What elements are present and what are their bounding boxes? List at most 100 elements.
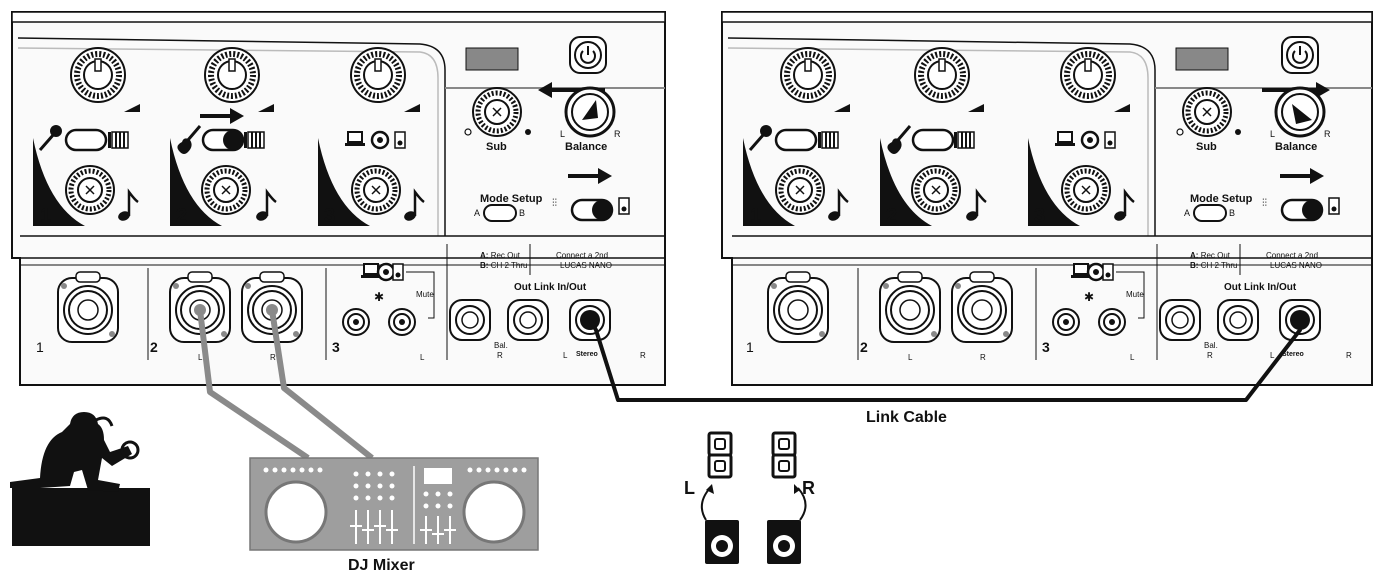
cd-icon	[1080, 130, 1100, 150]
input-number: 2	[150, 339, 158, 355]
mode-switch[interactable]	[1193, 204, 1227, 222]
phone-icon	[1328, 197, 1340, 215]
out-jack[interactable]	[1159, 299, 1201, 341]
channel-number: 3	[324, 205, 335, 227]
output-jack-icon: ⫶⫶	[552, 198, 557, 209]
mute-label: Mute	[416, 290, 434, 299]
level-wedge-icon	[124, 104, 140, 112]
xlr-input-jack[interactable]	[57, 271, 119, 343]
sub-label: Sub	[486, 141, 507, 153]
cable-plug	[266, 304, 278, 316]
speaker-stack-right	[767, 431, 807, 564]
arrow-right-icon	[598, 168, 612, 184]
rca-jack[interactable]	[342, 308, 370, 336]
unit-2-display	[1175, 47, 1229, 71]
jack-l-label: L	[563, 351, 568, 360]
phone-icon	[1102, 263, 1114, 281]
jack-r-label: R	[1207, 351, 1213, 360]
xlr-input-jack[interactable]	[767, 271, 829, 343]
level-wedge-icon	[834, 104, 850, 112]
gain-knob[interactable]	[1061, 48, 1115, 102]
unit-1: 1 2 3	[11, 11, 666, 386]
input-toggle[interactable]	[201, 128, 245, 152]
out-jack[interactable]	[1217, 299, 1259, 341]
out-link-label: Out Link In/Out	[1224, 282, 1297, 293]
keyboard-icon	[243, 131, 265, 149]
gain-knob[interactable]	[915, 48, 969, 102]
mixer-faders[interactable]	[350, 510, 456, 544]
connect-text: Connect a 2nd	[1266, 251, 1318, 260]
level-wedge-icon	[968, 104, 984, 112]
mode-setup-label: Mode Setup	[1190, 193, 1253, 205]
input-number: 3	[332, 339, 340, 355]
out-jack[interactable]	[449, 299, 491, 341]
volume-knob[interactable]	[352, 166, 400, 214]
power-icon[interactable]	[569, 36, 607, 74]
speaker-icon	[771, 431, 797, 457]
dj-mixer-label: DJ Mixer	[348, 557, 415, 574]
rca-jack[interactable]	[1052, 308, 1080, 336]
mode-switch[interactable]	[483, 204, 517, 222]
balance-l-label: L	[1270, 129, 1275, 139]
jack-r-label: R	[980, 353, 986, 362]
unit-1-channel-1: 1	[33, 48, 140, 227]
input-number: 1	[746, 339, 754, 355]
xlr-input-jack[interactable]	[951, 271, 1013, 343]
mode-toggle[interactable]	[570, 198, 614, 222]
balance-knob[interactable]	[564, 86, 616, 138]
gear-icon: ✱	[374, 290, 384, 304]
rca-jack[interactable]	[1098, 308, 1126, 336]
speaker-left-label: L	[684, 478, 695, 498]
gain-knob[interactable]	[781, 48, 835, 102]
laptop-icon	[344, 131, 366, 147]
xlr-input-jack[interactable]	[879, 271, 941, 343]
unit-2-top-rail	[721, 11, 1373, 23]
gain-knob[interactable]	[351, 48, 405, 102]
arrow-left-icon	[538, 82, 552, 98]
speaker-icon	[707, 431, 733, 457]
info-a: A: Rec Out	[480, 251, 521, 260]
balance-l-label: L	[560, 129, 565, 139]
volume-knob[interactable]	[202, 166, 250, 214]
unit-1-display	[465, 47, 519, 71]
mode-toggle[interactable]	[1280, 198, 1324, 222]
subwoofer-icon	[767, 520, 801, 564]
out-jack[interactable]	[507, 299, 549, 341]
mode-a-label: A	[474, 208, 480, 218]
gain-knob[interactable]	[205, 48, 259, 102]
channel-number: 2	[176, 205, 187, 227]
volume-knob[interactable]	[1062, 166, 1110, 214]
input-number: 3	[1042, 339, 1050, 355]
mixer-cable-left	[197, 309, 310, 461]
out-link-label: Out Link In/Out	[514, 282, 587, 293]
volume-knob[interactable]	[66, 166, 114, 214]
power-icon[interactable]	[1281, 36, 1319, 74]
channel-number: 2	[886, 205, 897, 227]
sub-knob[interactable]	[473, 88, 521, 136]
jog-wheel[interactable]	[462, 480, 526, 544]
indicator-dot	[525, 129, 531, 135]
cd-icon	[370, 130, 390, 150]
jog-wheel[interactable]	[264, 480, 328, 544]
input-toggle[interactable]	[774, 128, 818, 152]
mode-b-label: B	[1229, 208, 1235, 218]
rca-jack[interactable]	[388, 308, 416, 336]
phone-icon	[394, 131, 406, 149]
cable-plug	[194, 304, 206, 316]
speaker-stack-left	[700, 431, 739, 564]
bal-label: Bal.	[494, 341, 508, 350]
level-wedge-icon	[258, 104, 274, 112]
gain-knob[interactable]	[71, 48, 125, 102]
volume-knob[interactable]	[776, 166, 824, 214]
unit-2: 1 2 3 Sub	[721, 11, 1373, 386]
jack-l-label: L	[198, 353, 203, 362]
unit-2-channel-2: 2	[880, 48, 988, 227]
balance-knob[interactable]	[1274, 86, 1326, 138]
input-toggle[interactable]	[911, 128, 955, 152]
input-toggle[interactable]	[64, 128, 108, 152]
input-number: 1	[36, 339, 44, 355]
level-wedge-icon	[1114, 104, 1130, 112]
sub-knob[interactable]	[1183, 88, 1231, 136]
volume-knob[interactable]	[912, 166, 960, 214]
